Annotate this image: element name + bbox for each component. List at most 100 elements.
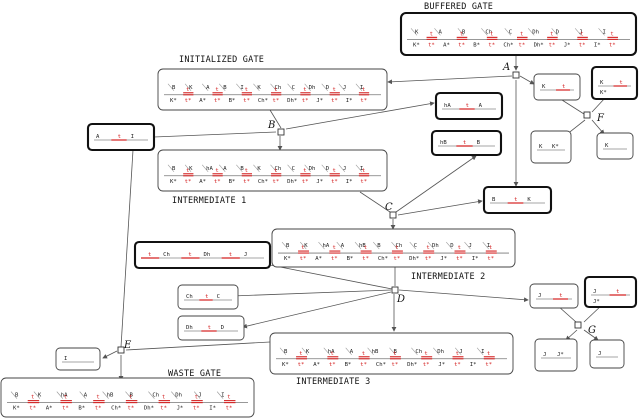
domain-comp-label: A* [313,362,320,368]
toehold-comp-label: t* [300,256,307,262]
edge-D-to-DhtD [242,291,392,329]
title-intermediate-1: INTERMEDIATE 1 [172,196,246,206]
strand-tail [33,391,41,399]
waste-gate-box [0,377,255,418]
edge-G-to-J [583,329,599,341]
domain-label: C [217,294,220,300]
intermediate-3-box [269,332,514,375]
strand-tail [270,83,277,91]
domain-label: A [96,134,100,140]
domain-label: C [292,166,295,172]
toehold-label: t [616,289,619,295]
edge-C-to-hBtB [395,155,477,213]
toehold-label: t [332,245,335,251]
domain-comp-label: Ch* [258,179,268,185]
strand-tail [457,28,465,36]
junctions [117,71,591,354]
toehold-comp-label: t* [456,256,463,262]
domain-label: C [414,243,417,249]
strand-tail [481,28,488,36]
domain-comp-label: Ch* [111,406,121,412]
strand-tail [167,83,175,91]
domain-comp-label: J* [177,406,184,412]
domain-label: K [306,349,310,355]
intermediate-2-box [271,228,516,268]
domain-label: K [38,393,42,399]
domain-comp-label: A* [443,42,450,48]
label-E: E [123,340,132,351]
toehold-comp-label: t* [329,362,336,368]
strand-tail [504,28,512,36]
domain-comp-label: I* [209,406,216,412]
strand-tail [446,241,453,250]
domain-label: Dh [532,29,539,35]
title-waste-gate: WASTE GATE [168,369,221,379]
toehold-label: t [31,395,34,401]
toehold-label: t [466,103,469,109]
domain-label: hA [61,393,68,399]
strand-J: J [589,339,625,369]
edge-input-to-B [153,131,277,138]
domain-label: J [343,166,346,172]
domain-label: Dh [432,243,439,249]
toehold-label: t [303,87,306,93]
buffered-gate-box [399,11,638,57]
toehold-comp-label: t* [193,406,200,412]
domain-label: K [542,84,546,90]
toehold-label: t [118,134,121,140]
domain-comp-label: Dh* [534,42,544,48]
toehold-label: t [562,84,565,90]
strand-tail [102,391,109,399]
strand-tail [79,391,86,399]
domain-comp-label: I* [594,42,601,48]
strand-tail [321,83,328,91]
toehold-comp-label: t* [273,179,280,185]
domain-label: J [469,243,472,249]
toehold-label: t [64,395,67,401]
strand-tail [270,164,277,172]
junction-G [574,321,582,329]
domain-label: D [326,166,330,172]
domain-label: C [509,29,512,35]
toehold-label: t [463,140,466,146]
domain-label: Ch [163,252,170,258]
domain-label: K [304,243,308,249]
toehold-label: t [274,87,277,93]
toehold-label: t [490,31,493,37]
domain-label: I [360,85,363,91]
domain-label: A [479,103,483,109]
strand-tail [193,391,201,399]
toehold-label: t [619,80,622,86]
toehold-comp-label: t* [488,42,495,48]
toehold-comp-label: t* [392,362,399,368]
toehold-label: t [362,168,365,174]
strand-tail [434,28,441,36]
domain-label: D [450,243,454,249]
domain-label: I [64,356,67,362]
toehold-comp-label: t* [214,179,221,185]
label-A: A [502,62,510,73]
strand-tail [323,347,331,355]
domain-comp-label: J* [564,42,571,48]
edge-K-to-F [561,99,585,115]
domain-label: J [343,85,346,91]
domain-comp-label: J* [316,98,323,104]
domain-label: hB [107,393,114,399]
toehold-label: t [245,168,248,174]
domain-comp-label: I* [346,179,353,185]
toehold-comp-label: t* [454,362,461,368]
domain-label: A [206,85,210,91]
label-C: C [385,202,393,213]
toehold-label: t [514,197,517,203]
strand-Jt-box [529,283,579,309]
domain-label: I [481,349,484,355]
toehold-label: t [333,168,336,174]
domain-comp-label: B* [78,406,85,412]
domain-label: hA [206,166,213,172]
title-buffered-gate: BUFFERED GATE [424,2,493,12]
